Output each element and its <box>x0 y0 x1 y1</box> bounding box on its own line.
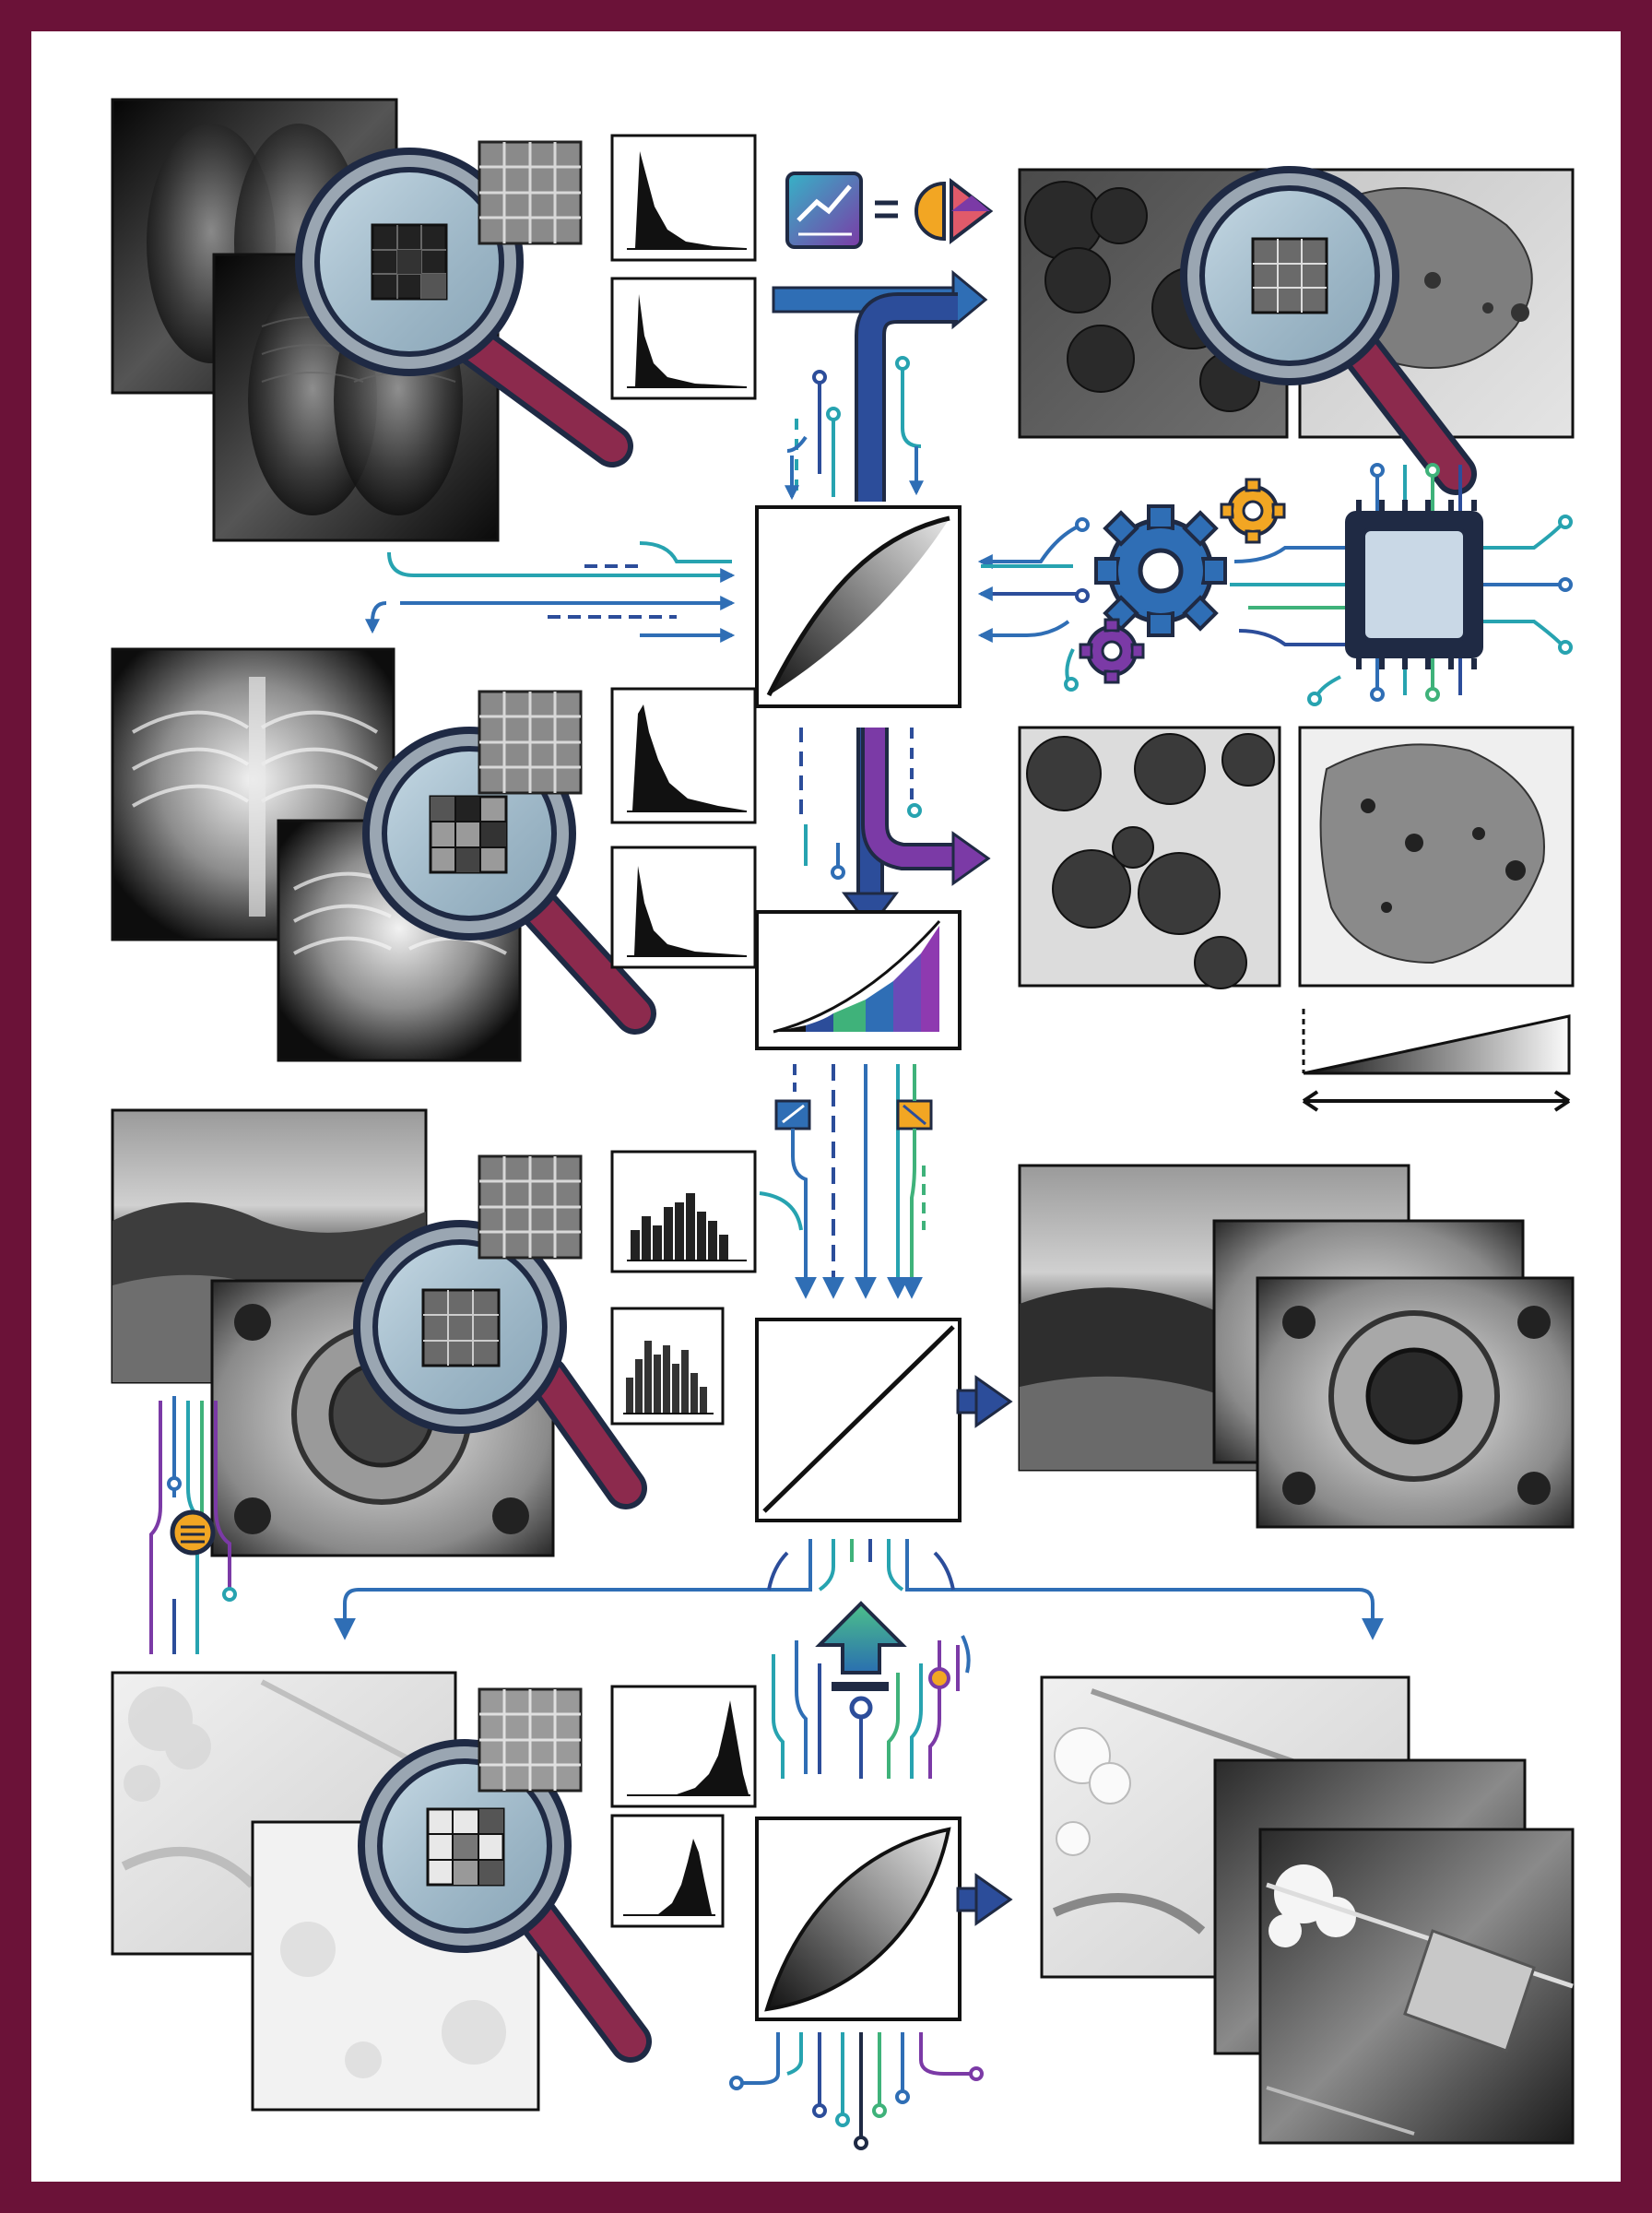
circuit-lines-mid <box>799 728 922 880</box>
colored-ramp-panel <box>755 910 962 1050</box>
magnifier-icon <box>295 148 633 467</box>
histogram-icon <box>610 277 757 400</box>
gear-icon <box>1220 478 1286 544</box>
histogram-icon <box>610 1150 757 1273</box>
circuit-lines-lower <box>759 1064 931 1295</box>
circuit-lines-footer <box>729 2032 984 2150</box>
histogram-icon <box>610 1685 757 1808</box>
trend-chart-icon <box>785 172 863 249</box>
identity-line-panel <box>755 1318 962 1522</box>
grid-tile-icon <box>371 223 448 301</box>
histogram-icon <box>610 687 757 824</box>
circuit-lines-top <box>787 356 924 497</box>
equals-icon <box>875 200 898 219</box>
gradient-ramp-icon <box>1302 1009 1571 1112</box>
diagram-canvas <box>31 31 1621 2182</box>
grid-tile-icon <box>478 1687 583 1793</box>
pipeline-diagram <box>111 98 1575 2150</box>
landscape-metal-output-images <box>1018 1164 1575 1529</box>
arrow-icon <box>956 1873 1013 1926</box>
histogram-icon <box>610 134 757 262</box>
aerial-output-images <box>1040 1675 1575 2145</box>
circuit-branch <box>334 1539 1384 1640</box>
histogram-icon <box>610 1307 725 1426</box>
magnifier-icon <box>358 1739 652 2063</box>
pie-segment-icon <box>914 177 994 245</box>
magnifier-icon <box>353 1220 647 1509</box>
histogram-icon <box>610 846 757 969</box>
grid-tile-icon <box>478 1154 583 1260</box>
slider-knob-icon <box>149 1396 237 1654</box>
grid-tile-icon <box>478 140 583 245</box>
gear-icon <box>1094 504 1227 637</box>
arrow-icon <box>841 728 991 930</box>
circuit-lines-left <box>365 541 736 643</box>
arrow-icon <box>956 1375 1013 1428</box>
arrow-icon <box>772 269 988 502</box>
histogram-icon <box>610 1814 725 1928</box>
gear-icon <box>1079 618 1145 684</box>
aerial-input-images <box>111 1671 540 2112</box>
up-arrow-icon <box>815 1601 907 1691</box>
circuit-lines-right <box>977 517 1090 692</box>
tone-curve-icon <box>755 505 962 708</box>
grid-tile-icon <box>478 690 583 795</box>
circuit-lines-bottom <box>772 1635 971 1779</box>
s-curve-panel <box>755 1817 962 2021</box>
xray-bright-input-images <box>111 647 522 1062</box>
cpu-chip-icon <box>1230 463 1573 706</box>
tem-enhanced-output-images <box>1018 726 1575 989</box>
magnifier-icon <box>1180 166 1477 495</box>
